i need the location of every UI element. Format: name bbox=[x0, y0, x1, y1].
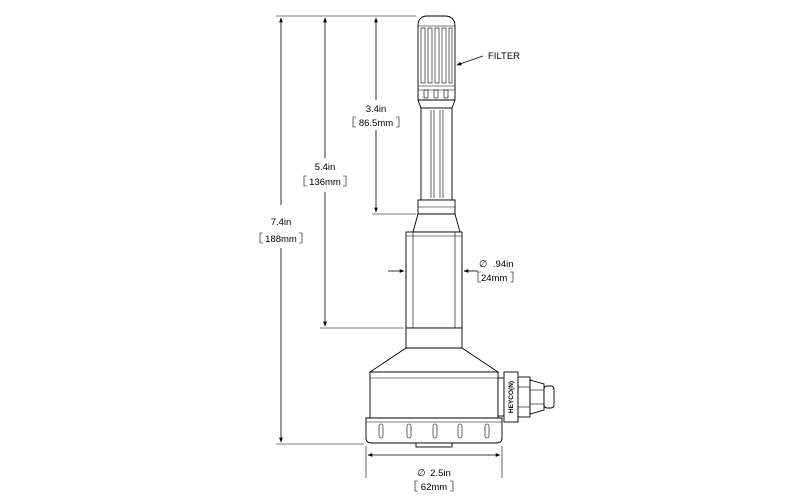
housing bbox=[365, 347, 503, 448]
probe-diameter-imperial: .94in bbox=[493, 259, 514, 270]
sensor-shaft bbox=[405, 231, 463, 329]
svg-text:∅ 2.5in: ∅ 2.5in bbox=[417, 468, 451, 479]
dimension-housing-diameter: ∅ 2.5in 62mm bbox=[367, 453, 501, 493]
dimension-flange-height: 5.4in 136mm bbox=[303, 17, 347, 327]
probe-diameter-metric: 24mm bbox=[481, 273, 507, 284]
filter-cap bbox=[417, 15, 456, 109]
svg-text:∅ .94in: ∅ .94in bbox=[479, 259, 514, 270]
brand-label: HEYCO(N) bbox=[508, 381, 515, 413]
housing-diameter-metric: 62mm bbox=[421, 482, 447, 493]
dimension-overall-height: 7.4in 188mm bbox=[259, 17, 303, 443]
filter-callout: FILTER bbox=[456, 51, 520, 66]
sensor-body: HEYCO(N) bbox=[365, 15, 555, 448]
dimension-probe-diameter: ∅ .94in 24mm bbox=[388, 259, 514, 284]
overall-height-metric: 188mm bbox=[265, 234, 297, 245]
probe-length-metric: 86.5mm bbox=[359, 118, 393, 129]
housing-diameter-imperial: 2.5in bbox=[430, 468, 451, 479]
filter-label: FILTER bbox=[488, 51, 520, 62]
cable-gland: HEYCO(N) bbox=[497, 371, 555, 423]
diameter-symbol-probe: ∅ bbox=[479, 259, 487, 270]
collar bbox=[405, 327, 463, 349]
extension-lines bbox=[276, 15, 503, 478]
diameter-symbol-housing: ∅ bbox=[417, 468, 425, 479]
flange-height-imperial: 5.4in bbox=[315, 162, 336, 173]
probe-tube bbox=[412, 107, 461, 233]
overall-height-imperial: 7.4in bbox=[271, 217, 292, 228]
dimension-probe-length: 3.4in 86.5mm bbox=[352, 17, 400, 213]
flange-height-metric: 136mm bbox=[309, 177, 341, 188]
probe-length-imperial: 3.4in bbox=[366, 104, 387, 115]
